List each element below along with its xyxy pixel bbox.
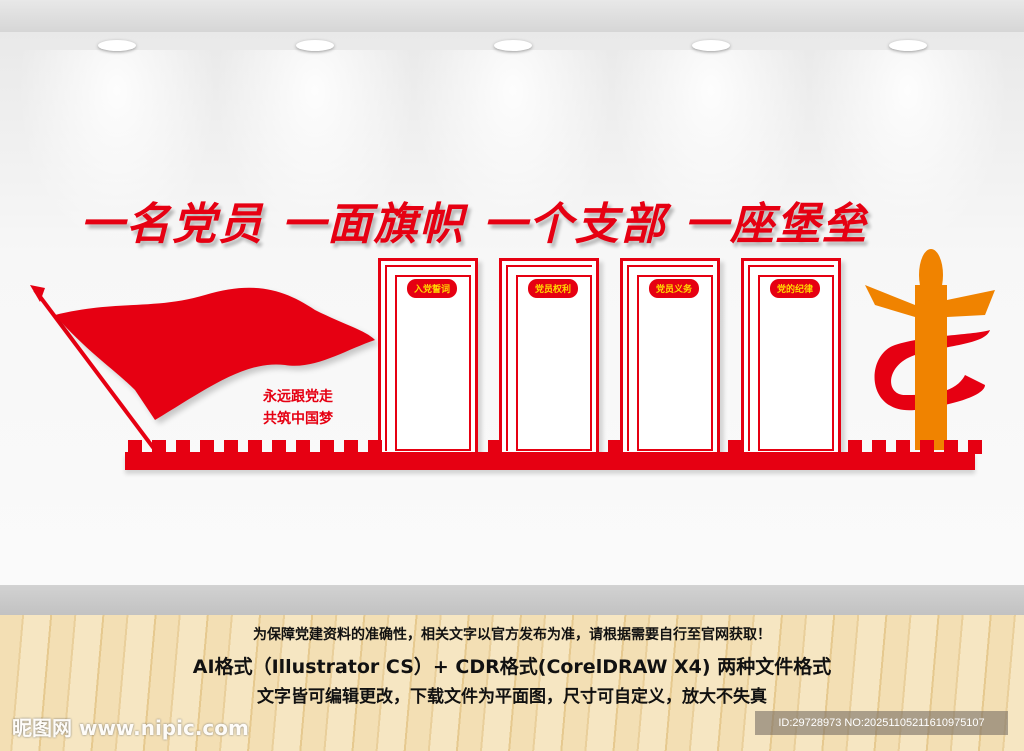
headline: 一名党员 一面旗帜 一个支部 一座堡垒 [80,199,868,250]
panel-label: 入党誓词 [406,279,458,298]
panel-label: 党员义务 [648,279,700,298]
light-glow [611,50,811,250]
panel-label: 党员权利 [527,279,579,298]
wall-merlon [368,440,382,454]
slogan: 永远跟党走 共筑中国梦 [263,386,333,430]
panel-rights: 党员权利 [499,258,599,458]
light-glow [215,50,415,250]
red-flag-icon [30,285,375,452]
spotlight-icon [296,40,334,51]
wall-merlon [608,440,622,454]
wall-merlon [248,440,262,454]
wall-merlon [920,440,934,454]
panel-frame [385,265,471,451]
wall-merlon [320,440,334,454]
panel-inner [637,275,713,451]
wall-merlon [296,440,310,454]
spotlight-icon [494,40,532,51]
slogan-line1: 永远跟党走 [263,389,333,405]
wall-merlon [968,440,982,454]
wall-merlon [944,440,958,454]
panel-duties: 党员义务 [620,258,720,458]
panel-inner [395,275,471,451]
panel-oath: 入党誓词 [378,258,478,458]
spotlight-icon [889,40,927,51]
ceiling [0,0,1024,32]
slogan-line2: 共筑中国梦 [263,411,333,427]
light-glow [808,50,1008,250]
panel-inner [516,275,592,451]
wall-merlon [176,440,190,454]
footer-formats: AI格式（Illustrator CS）+ CDR格式(CorelDRAW X4… [192,656,832,678]
panel-frame [748,265,834,451]
light-glow [413,50,613,250]
panel-discipline: 党的纪律 [741,258,841,458]
footer-editable: 文字皆可编辑更改，下载文件为平面图，尺寸可自定义，放大不失真 [257,687,767,707]
panel-inner [758,275,834,451]
great-wall-base [125,452,975,470]
panel-label: 党的纪律 [769,279,821,298]
panel-frame [627,265,713,451]
wall-merlon [848,440,862,454]
wall-merlon [872,440,886,454]
light-glow [17,50,217,250]
wall-merlon [200,440,214,454]
footer-note: 为保障党建资料的准确性，相关文字以官方发布为准，请根据需要自行至官网获取！ [253,627,771,643]
watermark-id: ID:29728973 NO:20251105211610975107 [755,711,1008,735]
wall-merlon [488,440,502,454]
huabiao-pillar-icon [865,249,995,450]
wall-merlon [224,440,238,454]
wall-merlon [896,440,910,454]
spotlight-icon [692,40,730,51]
wall-merlon [728,440,742,454]
wall-merlon [152,440,166,454]
wall-merlon [344,440,358,454]
wall-merlon [272,440,286,454]
panel-frame [506,265,592,451]
wall-merlon [128,440,142,454]
spotlight-icon [98,40,136,51]
baseboard [0,585,1024,615]
watermark-logo: 昵图网 www.nipic.com [12,716,249,740]
